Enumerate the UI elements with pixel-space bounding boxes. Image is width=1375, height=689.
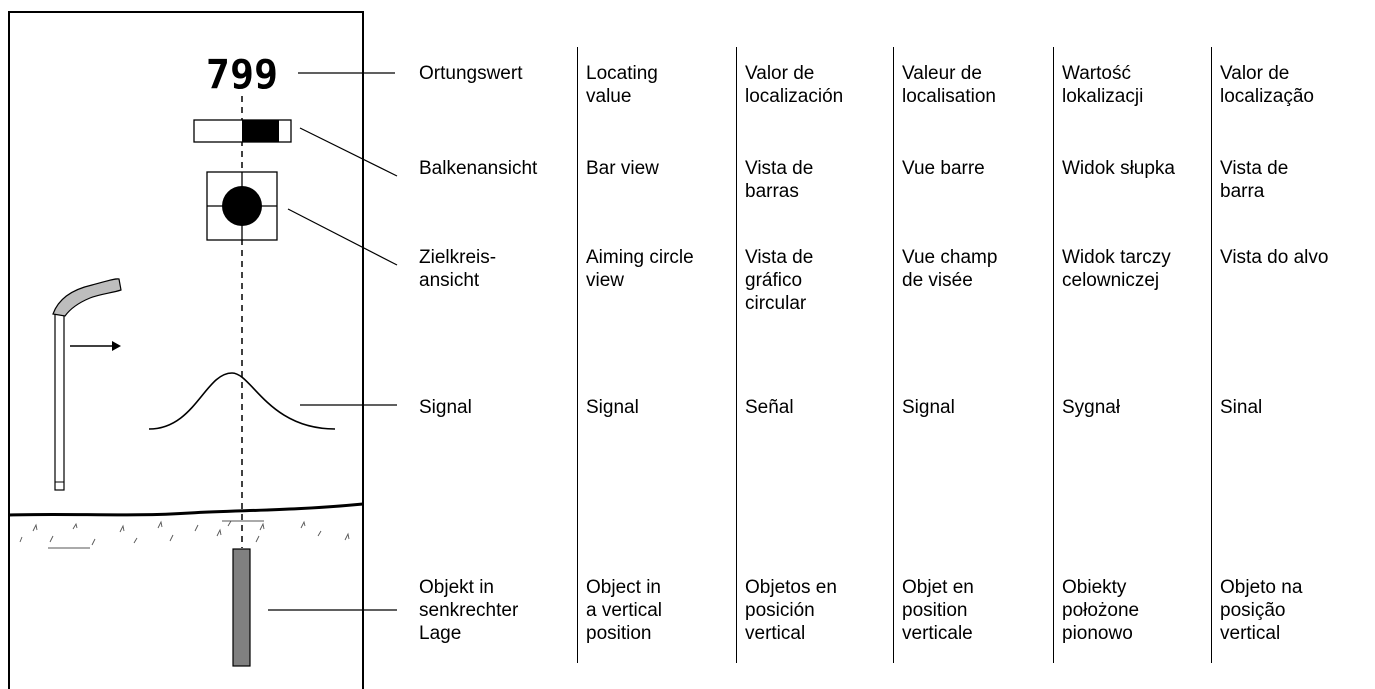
movement-arrow-head <box>112 341 121 351</box>
label-vertical-object-en: Object in a vertical position <box>586 577 663 644</box>
label-signal-pt: Sinal <box>1220 397 1263 418</box>
label-aiming-circle-en: Aiming circle view <box>586 247 694 291</box>
label-vertical-object-pl: Obiekty położone pionowo <box>1062 577 1140 644</box>
label-locating-value-es: Valor de localización <box>745 63 844 107</box>
label-signal-pl: Sygnał <box>1062 397 1121 418</box>
label-aiming-circle-de: Zielkreis- ansicht <box>419 247 497 291</box>
signal-curve <box>148 372 336 430</box>
label-aiming-circle-pl: Widok tarczy celowniczej <box>1062 247 1171 291</box>
buried-object <box>232 548 251 667</box>
label-locating-value-en: Locating value <box>586 63 658 107</box>
label-signal-en: Signal <box>586 397 639 418</box>
label-locating-value-fr: Valeur de localisation <box>902 63 996 107</box>
label-locating-value-pl: Wartość lokalizacji <box>1062 63 1144 107</box>
label-bar-view-es: Vista de barras <box>745 158 814 202</box>
label-vertical-object-es: Objetos en posición vertical <box>745 577 837 644</box>
column-separator <box>1053 47 1054 663</box>
ground-texture <box>19 520 350 549</box>
label-vertical-object-pt: Objeto na posição vertical <box>1220 577 1303 644</box>
column-separator <box>893 47 894 663</box>
label-bar-view-fr: Vue barre <box>902 158 985 179</box>
leader-aiming-circle-view <box>287 208 398 266</box>
label-signal-de: Signal <box>419 397 472 418</box>
label-bar-view-de: Balkenansicht <box>419 158 538 179</box>
leader-bar-view <box>299 127 398 177</box>
display-frame <box>8 11 364 689</box>
label-bar-view-pl: Widok słupka <box>1062 158 1175 179</box>
label-aiming-circle-es: Vista de gráfico circular <box>745 247 814 314</box>
label-bar-view-pt: Vista de barra <box>1220 158 1289 202</box>
ground-surface <box>8 502 364 517</box>
locating-device <box>52 278 122 491</box>
label-vertical-object-fr: Objet en position verticale <box>902 577 974 644</box>
column-separator <box>1211 47 1212 663</box>
label-vertical-object-de: Objekt in senkrechter Lage <box>419 577 519 644</box>
label-aiming-circle-fr: Vue champ de visée <box>902 247 998 291</box>
aiming-circle-graphic <box>206 171 278 241</box>
label-signal-fr: Signal <box>902 397 955 418</box>
locating-value-readout: 799 <box>206 52 278 98</box>
label-signal-es: Señal <box>745 397 794 418</box>
label-locating-value-pt: Valor de localização <box>1220 63 1314 107</box>
column-separator <box>577 47 578 663</box>
column-separator <box>736 47 737 663</box>
label-bar-view-en: Bar view <box>586 158 659 179</box>
bar-view-graphic <box>193 119 292 143</box>
label-aiming-circle-pt: Vista do alvo <box>1220 247 1329 268</box>
label-locating-value-de: Ortungswert <box>419 63 523 84</box>
